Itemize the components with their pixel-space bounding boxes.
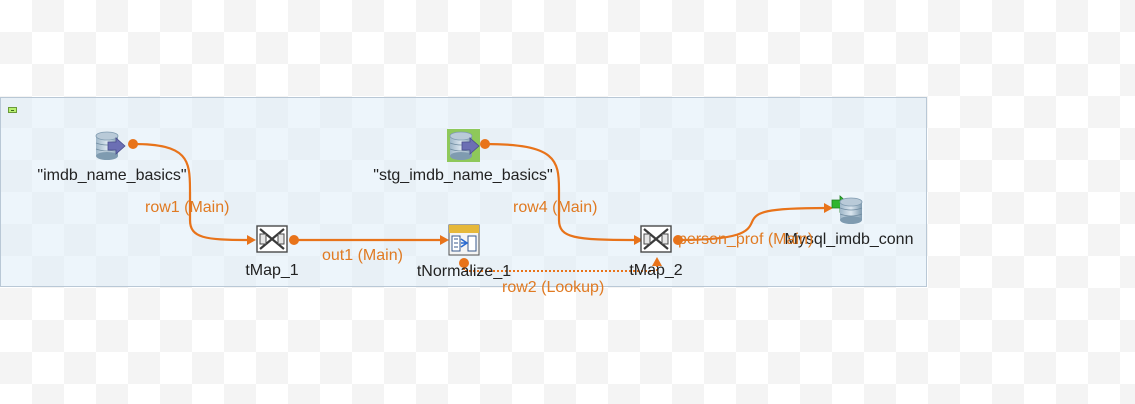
component-tmap-2[interactable]: tMap_2 xyxy=(629,225,683,279)
link-label-person-prof: person_prof (Main) xyxy=(678,231,813,248)
component-mysql-imdb-conn[interactable]: Mysql_imdb_conn xyxy=(785,195,914,248)
link-row1[interactable] xyxy=(128,139,256,245)
db-output-icon xyxy=(831,195,863,224)
component-label: "stg_imdb_name_basics" xyxy=(373,167,552,184)
component-label: tMap_1 xyxy=(245,262,298,279)
link-label-row2: row2 (Lookup) xyxy=(502,279,604,296)
db-input-icon xyxy=(449,131,480,160)
link-row4[interactable] xyxy=(480,139,643,245)
component-tmap-1[interactable]: tMap_1 xyxy=(245,225,299,279)
component-stg-imdb-name-basics[interactable]: "stg_imdb_name_basics" xyxy=(373,129,553,184)
link-person-prof[interactable] xyxy=(673,203,833,245)
component-label: tMap_2 xyxy=(629,262,682,279)
link-row2-lookup[interactable] xyxy=(459,257,662,272)
subjob-collapse-button[interactable] xyxy=(8,107,17,113)
component-label: "imdb_name_basics" xyxy=(37,167,186,184)
component-tnormalize-1[interactable]: tNormalize_1 xyxy=(417,224,511,280)
component-label: Mysql_imdb_conn xyxy=(785,231,914,248)
tmap-icon xyxy=(256,225,288,253)
link-label-row4: row4 (Main) xyxy=(513,199,597,216)
tmap-icon xyxy=(640,225,672,253)
link-out1[interactable] xyxy=(289,235,449,245)
link-label-row1: row1 (Main) xyxy=(145,199,229,216)
link-label-out1: out1 (Main) xyxy=(322,247,403,264)
db-input-icon xyxy=(95,131,126,160)
tnormalize-icon xyxy=(448,224,480,256)
component-imdb-name-basics[interactable]: "imdb_name_basics" xyxy=(37,131,187,184)
component-label: tNormalize_1 xyxy=(417,263,511,280)
